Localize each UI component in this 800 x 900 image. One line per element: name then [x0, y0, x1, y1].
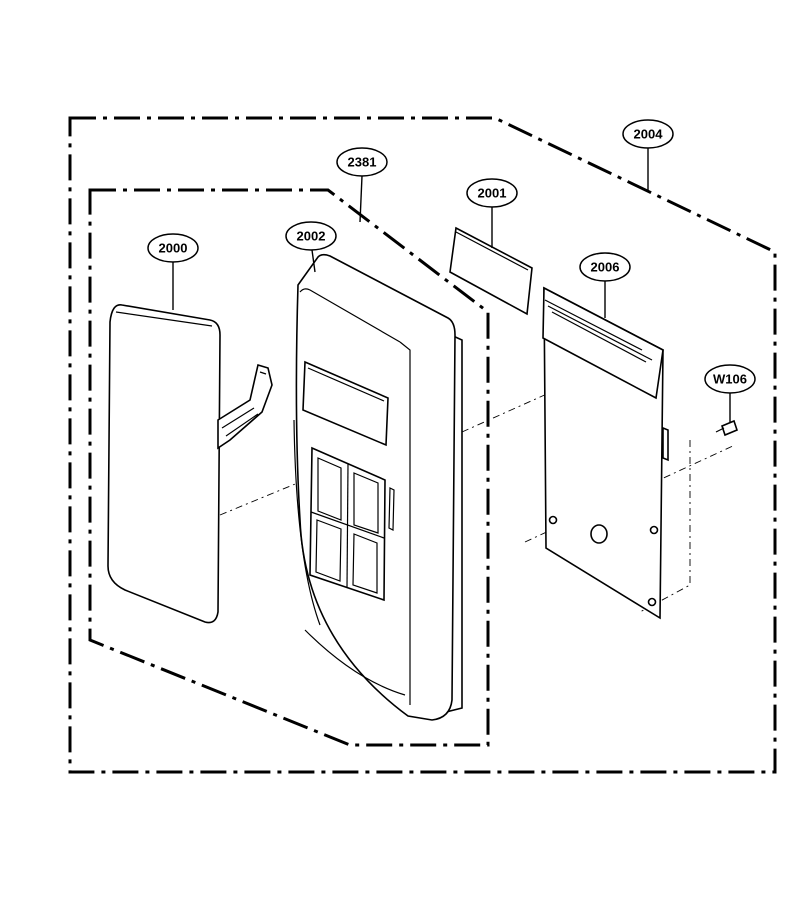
pcb-hole — [649, 525, 659, 535]
pcb-hole — [647, 597, 657, 607]
part-2001-window-sheet — [449, 226, 533, 316]
callout-2006: 2006 — [579, 252, 631, 282]
svg-text:2001: 2001 — [478, 186, 507, 201]
callout-2000: 2000 — [147, 233, 199, 263]
svg-text:W106: W106 — [713, 372, 747, 387]
callout-2001: 2001 — [466, 178, 518, 208]
svg-text:2000: 2000 — [159, 241, 188, 256]
callout-2381: 2381 — [336, 147, 388, 177]
svg-text:2381: 2381 — [348, 155, 377, 170]
part-W106-screw — [715, 419, 738, 437]
svg-text:2004: 2004 — [634, 127, 664, 142]
callout-2004: 2004 — [622, 119, 674, 149]
pcb-hole — [548, 515, 558, 525]
leader-lines — [172, 148, 731, 422]
callout-2002: 2002 — [285, 221, 337, 251]
part-2000-membrane — [107, 304, 273, 624]
assembly-2381-boundary — [88, 188, 490, 747]
part-2002-control-frame — [293, 253, 463, 721]
pcb-component — [590, 524, 608, 544]
display-window — [302, 360, 389, 447]
pcb-display-module — [542, 286, 664, 400]
callout-W106: W106 — [704, 364, 756, 394]
part-2006-pcb — [542, 286, 669, 620]
flat-cable — [217, 363, 273, 450]
side-slot — [388, 487, 395, 531]
svg-text:2006: 2006 — [591, 260, 620, 275]
assembly-2004-boundary — [68, 116, 777, 774]
svg-text:2002: 2002 — [297, 229, 326, 244]
